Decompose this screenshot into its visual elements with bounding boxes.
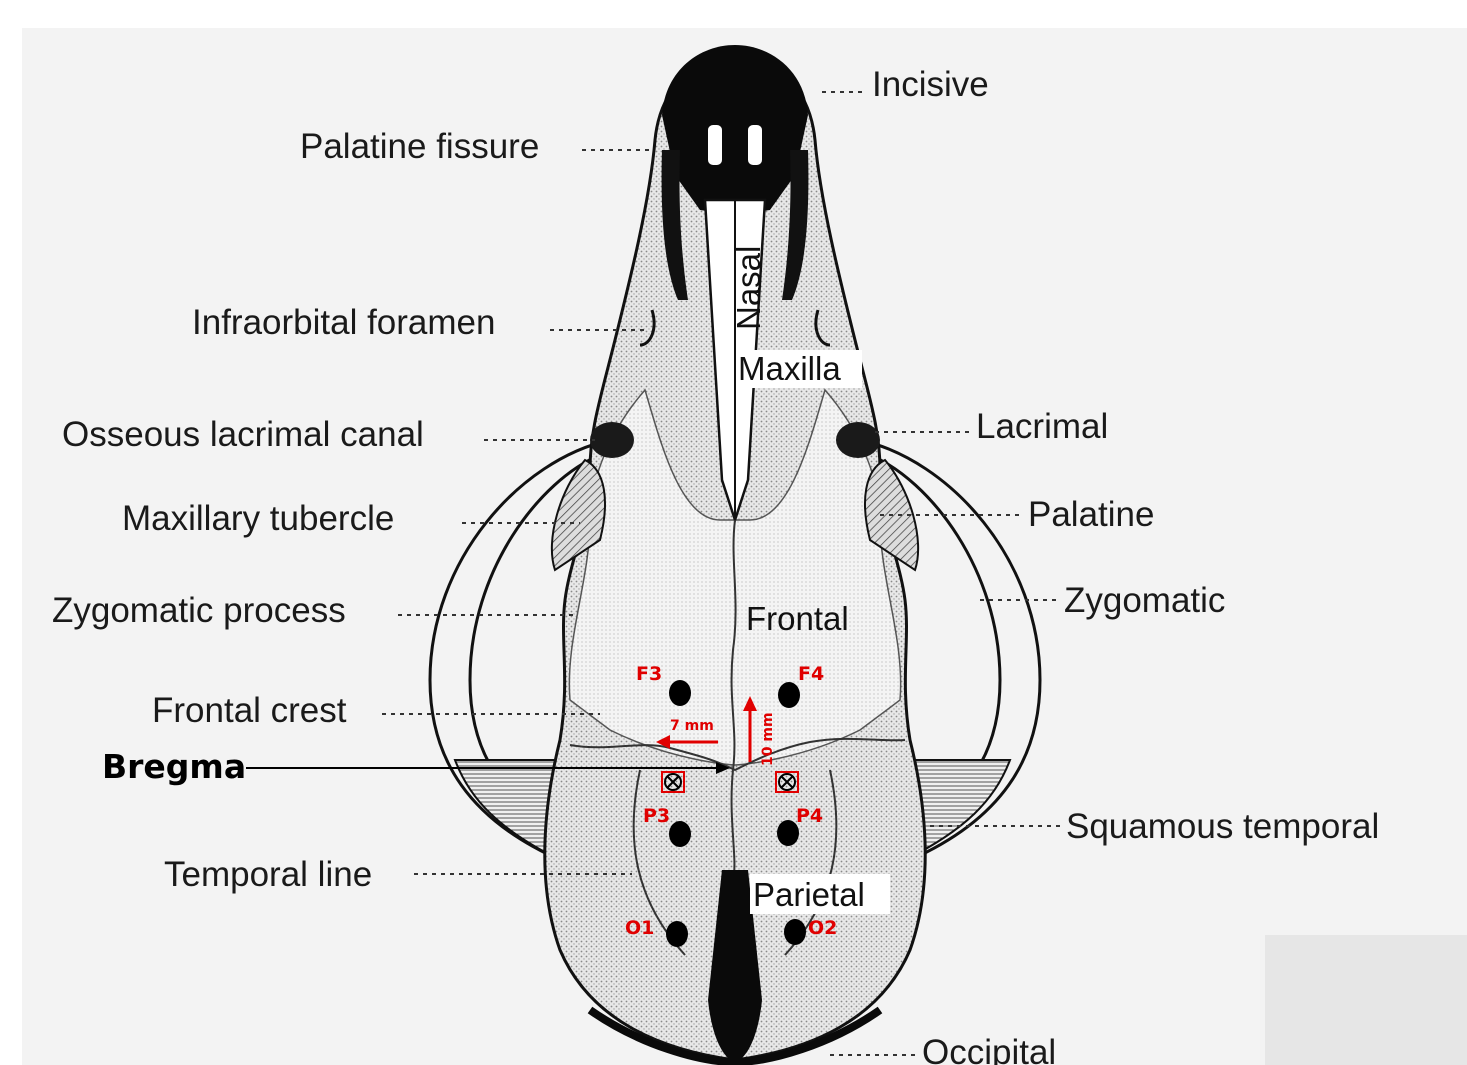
electrode-dot <box>778 682 800 708</box>
electrode-label: P4 <box>796 805 823 827</box>
label-osseous-lacrimal-canal: Osseous lacrimal canal <box>62 415 424 454</box>
left-incisor-gap <box>708 125 722 165</box>
anterior-measure-label: 10 mm <box>760 712 776 766</box>
electrode-label: P3 <box>643 805 670 827</box>
label-palatine-fissure: Palatine fissure <box>300 127 539 166</box>
label-occipital: Occipital <box>922 1033 1056 1065</box>
electrode-dot <box>666 921 688 947</box>
label-lacrimal: Lacrimal <box>976 407 1108 446</box>
right-lacrimal-spot <box>836 422 880 458</box>
label-parietal: Parietal <box>753 876 865 913</box>
electrode-label: F3 <box>636 663 662 685</box>
electrode-label: O2 <box>808 917 837 939</box>
electrode-label: F4 <box>798 663 824 685</box>
label-nasal: Nasal <box>730 246 767 330</box>
label-infraorbital-foramen: Infraorbital foramen <box>192 303 495 342</box>
label-incisive: Incisive <box>872 65 989 104</box>
electrode-dot <box>784 919 806 945</box>
label-maxillary-tubercle: Maxillary tubercle <box>122 499 394 538</box>
left-lacrimal-spot <box>590 422 634 458</box>
electrode-dot <box>669 821 691 847</box>
label-palatine: Palatine <box>1028 495 1154 534</box>
label-zygomatic-process: Zygomatic process <box>52 591 346 630</box>
lateral-measure-label: 7 mm <box>670 718 714 734</box>
electrode-label: O1 <box>625 917 654 939</box>
label-zygomatic: Zygomatic <box>1064 581 1225 620</box>
label-maxilla: Maxilla <box>738 350 841 387</box>
label-squamous-temporal: Squamous temporal <box>1066 807 1379 846</box>
label-temporal-line: Temporal line <box>164 855 372 894</box>
label-frontal: Frontal <box>746 600 849 637</box>
right-incisor-gap <box>748 125 762 165</box>
scan-smudge <box>1265 935 1467 1065</box>
label-frontal-crest: Frontal crest <box>152 691 347 730</box>
electrode-dot <box>669 680 691 706</box>
label-bregma: Bregma <box>102 747 246 786</box>
